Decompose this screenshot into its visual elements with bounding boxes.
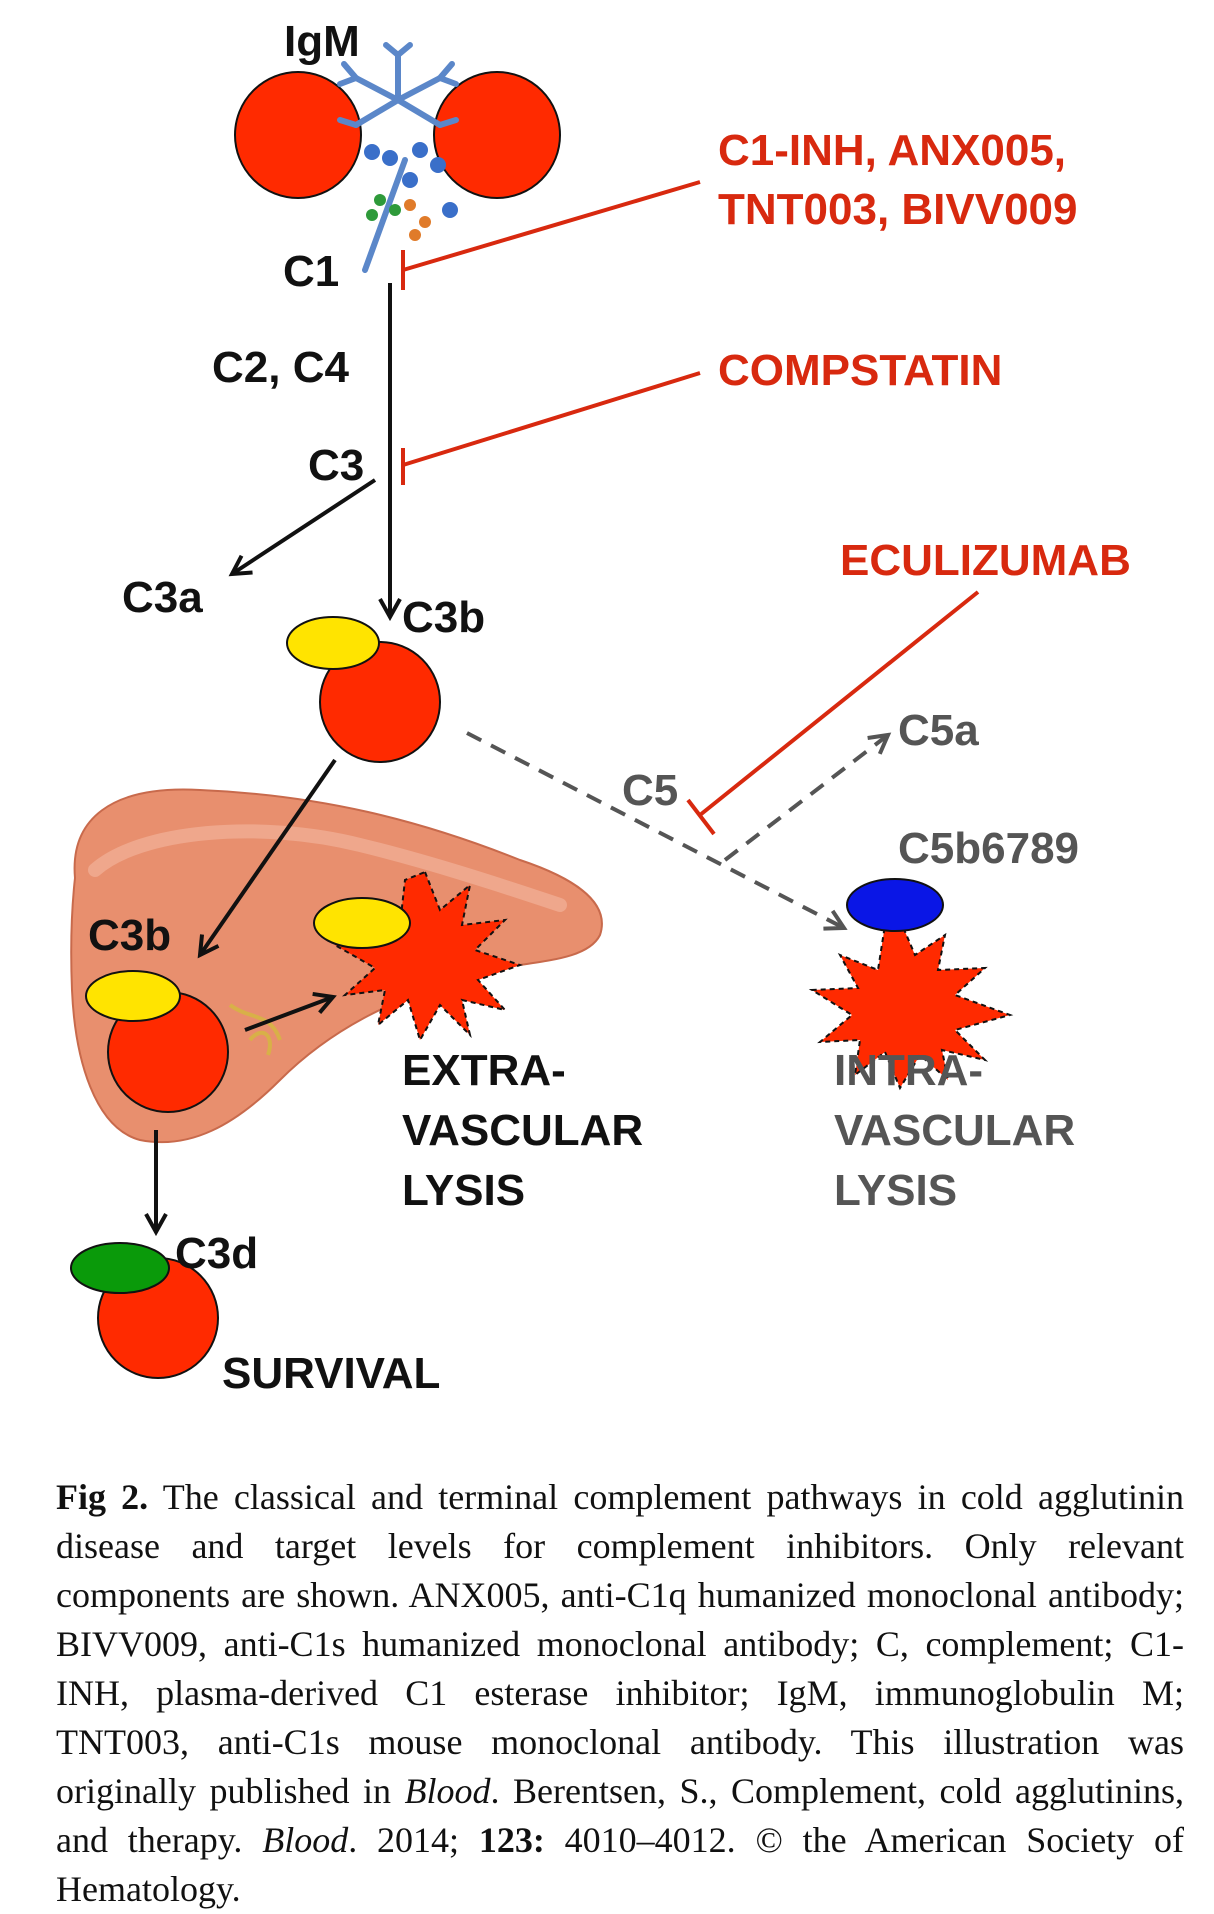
c5-to-c5a-dashed-arrow — [723, 735, 888, 862]
c1-inhibitors-line2: TNT003, BIVV009 — [718, 185, 1078, 234]
c1-inhibitor-line — [402, 180, 701, 272]
extravascular-lysis-burst — [313, 870, 524, 1043]
c3b-liver-label: C3b — [88, 911, 171, 960]
intravascular-line1: INTRA- — [834, 1046, 983, 1095]
terminal-arrows — [466, 731, 888, 928]
igm-label: IgM — [284, 17, 360, 66]
c3b-to-liver-arrow — [200, 758, 337, 955]
caption-text-1: The classical and terminal complement pa… — [56, 1477, 1184, 1811]
c3b-label: C3b — [402, 593, 485, 642]
extravascular-line1: EXTRA- — [402, 1046, 566, 1095]
extravascular-line2: VASCULAR — [402, 1106, 643, 1155]
complement-pathway-diagram: IgM C1 C2, C4 C3 C3a C3b C3b C3d SURVIVA… — [70, 17, 1131, 1398]
c3a-label: C3a — [122, 573, 203, 622]
c5-label: C5 — [622, 766, 678, 815]
c1-inhibitors-line1: C1-INH, ANX005, — [718, 126, 1066, 175]
journal-name-1: Blood — [404, 1771, 491, 1811]
red-cell-igm-left — [234, 71, 362, 199]
c1-complex-icon — [364, 142, 458, 241]
cascade-arrows — [156, 283, 390, 1232]
intravascular-lysis-burst — [808, 878, 1014, 1091]
volume-number: 123: — [478, 1820, 545, 1860]
compstatin-inhibitor-line — [402, 371, 701, 467]
figure-number: Fig 2. — [56, 1477, 149, 1517]
compstatin-label: COMPSTATIN — [718, 346, 1002, 395]
liver-cell-to-lysis-arrow — [244, 997, 333, 1032]
figure-caption: Fig 2. The classical and terminal comple… — [56, 1473, 1184, 1914]
survival-label: SURVIVAL — [222, 1349, 440, 1398]
c3b-to-c5-dashed-arrow — [466, 731, 844, 928]
intravascular-line2: VASCULAR — [834, 1106, 1075, 1155]
c5b6789-label: C5b6789 — [898, 824, 1079, 873]
c3-to-c3a-arrow — [232, 478, 377, 574]
caption-text-2: . Berentsen, S., Complement, cold agglut… — [56, 1771, 1185, 1860]
igm-antibody-icon — [337, 42, 459, 273]
eculizumab-inhibitor-line — [698, 590, 980, 817]
igm-c1-complex — [234, 42, 561, 273]
mac-complex-icon — [846, 878, 944, 932]
c2c4-label: C2, C4 — [212, 343, 349, 392]
inhibitor-lines — [401, 180, 980, 836]
intravascular-line3: LYSIS — [834, 1166, 957, 1215]
c3b-liver-cell — [85, 970, 229, 1113]
caption-text-4: 4010–4012. © the American Society of Hem… — [56, 1820, 1184, 1909]
c3d-label: C3d — [175, 1229, 258, 1278]
c3b-cell — [286, 616, 441, 763]
caption-text-3: . 2014; — [348, 1820, 479, 1860]
extravascular-line3: LYSIS — [402, 1166, 525, 1215]
c1-label: C1 — [283, 247, 339, 296]
eculizumab-label: ECULIZUMAB — [840, 536, 1131, 585]
c5a-label: C5a — [898, 706, 979, 755]
c3-label: C3 — [308, 441, 364, 490]
red-cell-igm-right — [433, 71, 561, 199]
c3d-cell — [70, 1242, 219, 1379]
journal-name-2: Blood — [262, 1820, 349, 1860]
